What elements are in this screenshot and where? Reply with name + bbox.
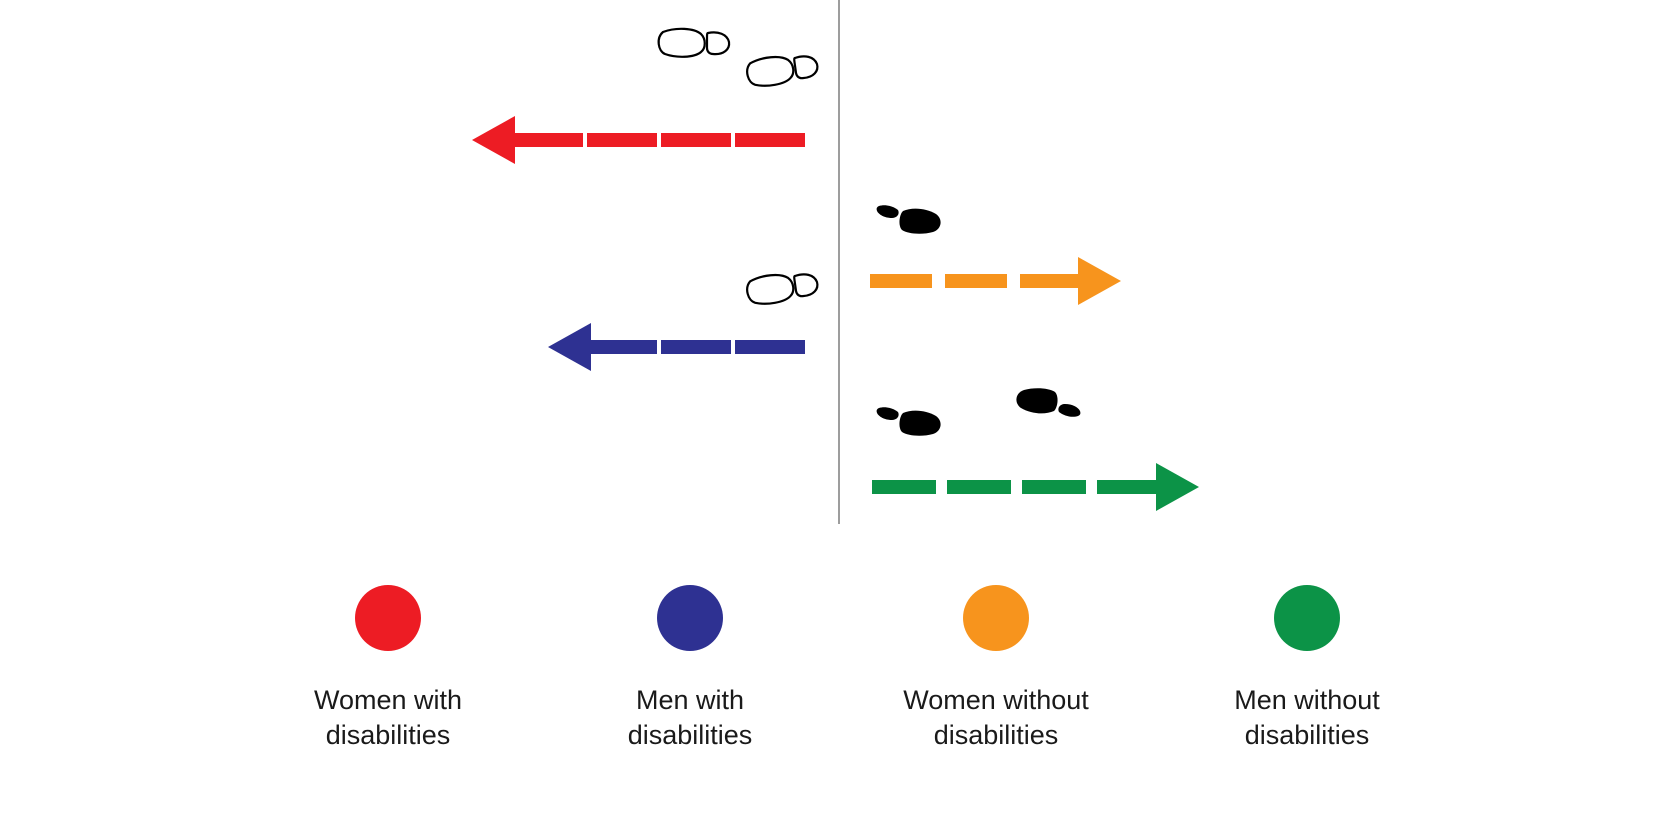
legend-dot <box>1274 585 1340 651</box>
arrow-dash <box>513 133 583 147</box>
legend-item-women-without-disabilities: Women without disabilities <box>866 585 1126 753</box>
footprint-outline-icon <box>657 27 731 58</box>
arrow-dash <box>735 133 805 147</box>
arrow-dash <box>872 480 936 494</box>
arrow-dash <box>587 340 657 354</box>
arrow-dash <box>661 340 731 354</box>
footprint-outline-icon <box>744 49 821 90</box>
arrow-head <box>1156 463 1199 511</box>
arrow-dash <box>870 274 932 288</box>
legend-dot <box>355 585 421 651</box>
arrow-women-with-disabilities <box>472 116 805 164</box>
arrow-dash <box>1022 480 1086 494</box>
arrow-head <box>472 116 515 164</box>
arrow-dash <box>735 340 805 354</box>
arrow-men-with-disabilities <box>548 323 805 371</box>
arrow-head <box>548 323 591 371</box>
arrow-dash <box>1020 274 1082 288</box>
footprint-filled-icon <box>876 205 941 234</box>
legend-dot <box>963 585 1029 651</box>
arrow-dash <box>1097 480 1161 494</box>
legend-label: Men without disabilities <box>1234 685 1380 750</box>
arrow-men-without-disabilities <box>872 463 1199 511</box>
legend-item-men-without-disabilities: Men without disabilities <box>1177 585 1437 753</box>
legend-item-men-with-disabilities: Men with disabilities <box>560 585 820 753</box>
arrow-dash <box>661 133 731 147</box>
arrow-dash <box>947 480 1011 494</box>
arrow-dash <box>945 274 1007 288</box>
arrow-women-without-disabilities <box>870 257 1121 305</box>
legend-label: Women with disabilities <box>313 685 463 750</box>
legend-label: Men with disabilities <box>627 685 753 750</box>
footprint-filled-icon <box>876 407 941 436</box>
footprint-filled-icon <box>1016 388 1081 417</box>
arrow-head <box>1078 257 1121 305</box>
legend-label: Women without disabilities <box>903 685 1089 750</box>
footprint-outline-icon <box>744 267 821 308</box>
arrow-dash <box>587 133 657 147</box>
legend-item-women-with-disabilities: Women with disabilities <box>258 585 518 753</box>
legend-dot <box>657 585 723 651</box>
